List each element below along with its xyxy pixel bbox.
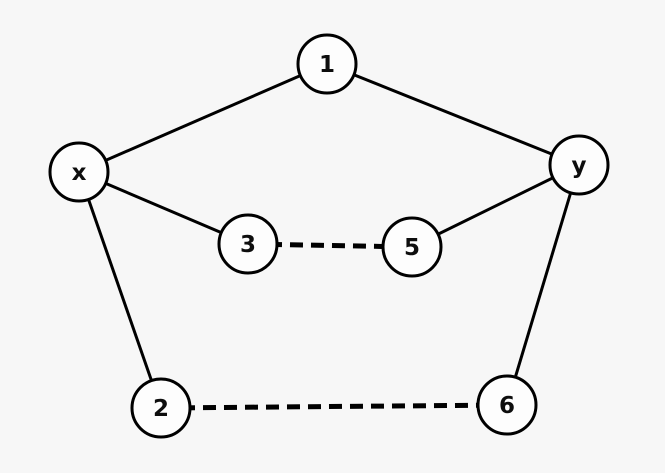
node-label-y: y <box>572 153 587 179</box>
node-6: 6 <box>476 374 538 436</box>
node-circle-y <box>548 134 610 196</box>
node-circle-2 <box>130 377 192 439</box>
edge-x-3-solid <box>78 170 249 246</box>
node-x: x <box>48 141 110 203</box>
node-1: 1 <box>296 33 358 95</box>
node-3: 3 <box>217 213 279 275</box>
node-label-3: 3 <box>240 232 256 258</box>
edge-2-6-dashed <box>160 402 508 411</box>
node-circle-3 <box>217 213 279 275</box>
node-label-5: 5 <box>404 235 420 261</box>
edge-x-2-solid <box>77 171 163 409</box>
edge-x-1-solid <box>78 62 328 174</box>
node-y: y <box>548 134 610 196</box>
node-2: 2 <box>130 377 192 439</box>
node-circle-x <box>48 141 110 203</box>
node-circle-5 <box>381 216 443 278</box>
edge-1-y-solid <box>326 62 580 167</box>
node-5: 5 <box>381 216 443 278</box>
edge-6-y-solid <box>505 164 581 406</box>
node-label-x: x <box>72 160 87 186</box>
node-label-6: 6 <box>499 393 515 419</box>
node-circle-1 <box>296 33 358 95</box>
edge-5-y-solid <box>411 163 580 249</box>
node-label-1: 1 <box>319 52 335 78</box>
node-label-2: 2 <box>153 396 169 422</box>
node-circle-6 <box>476 374 538 436</box>
